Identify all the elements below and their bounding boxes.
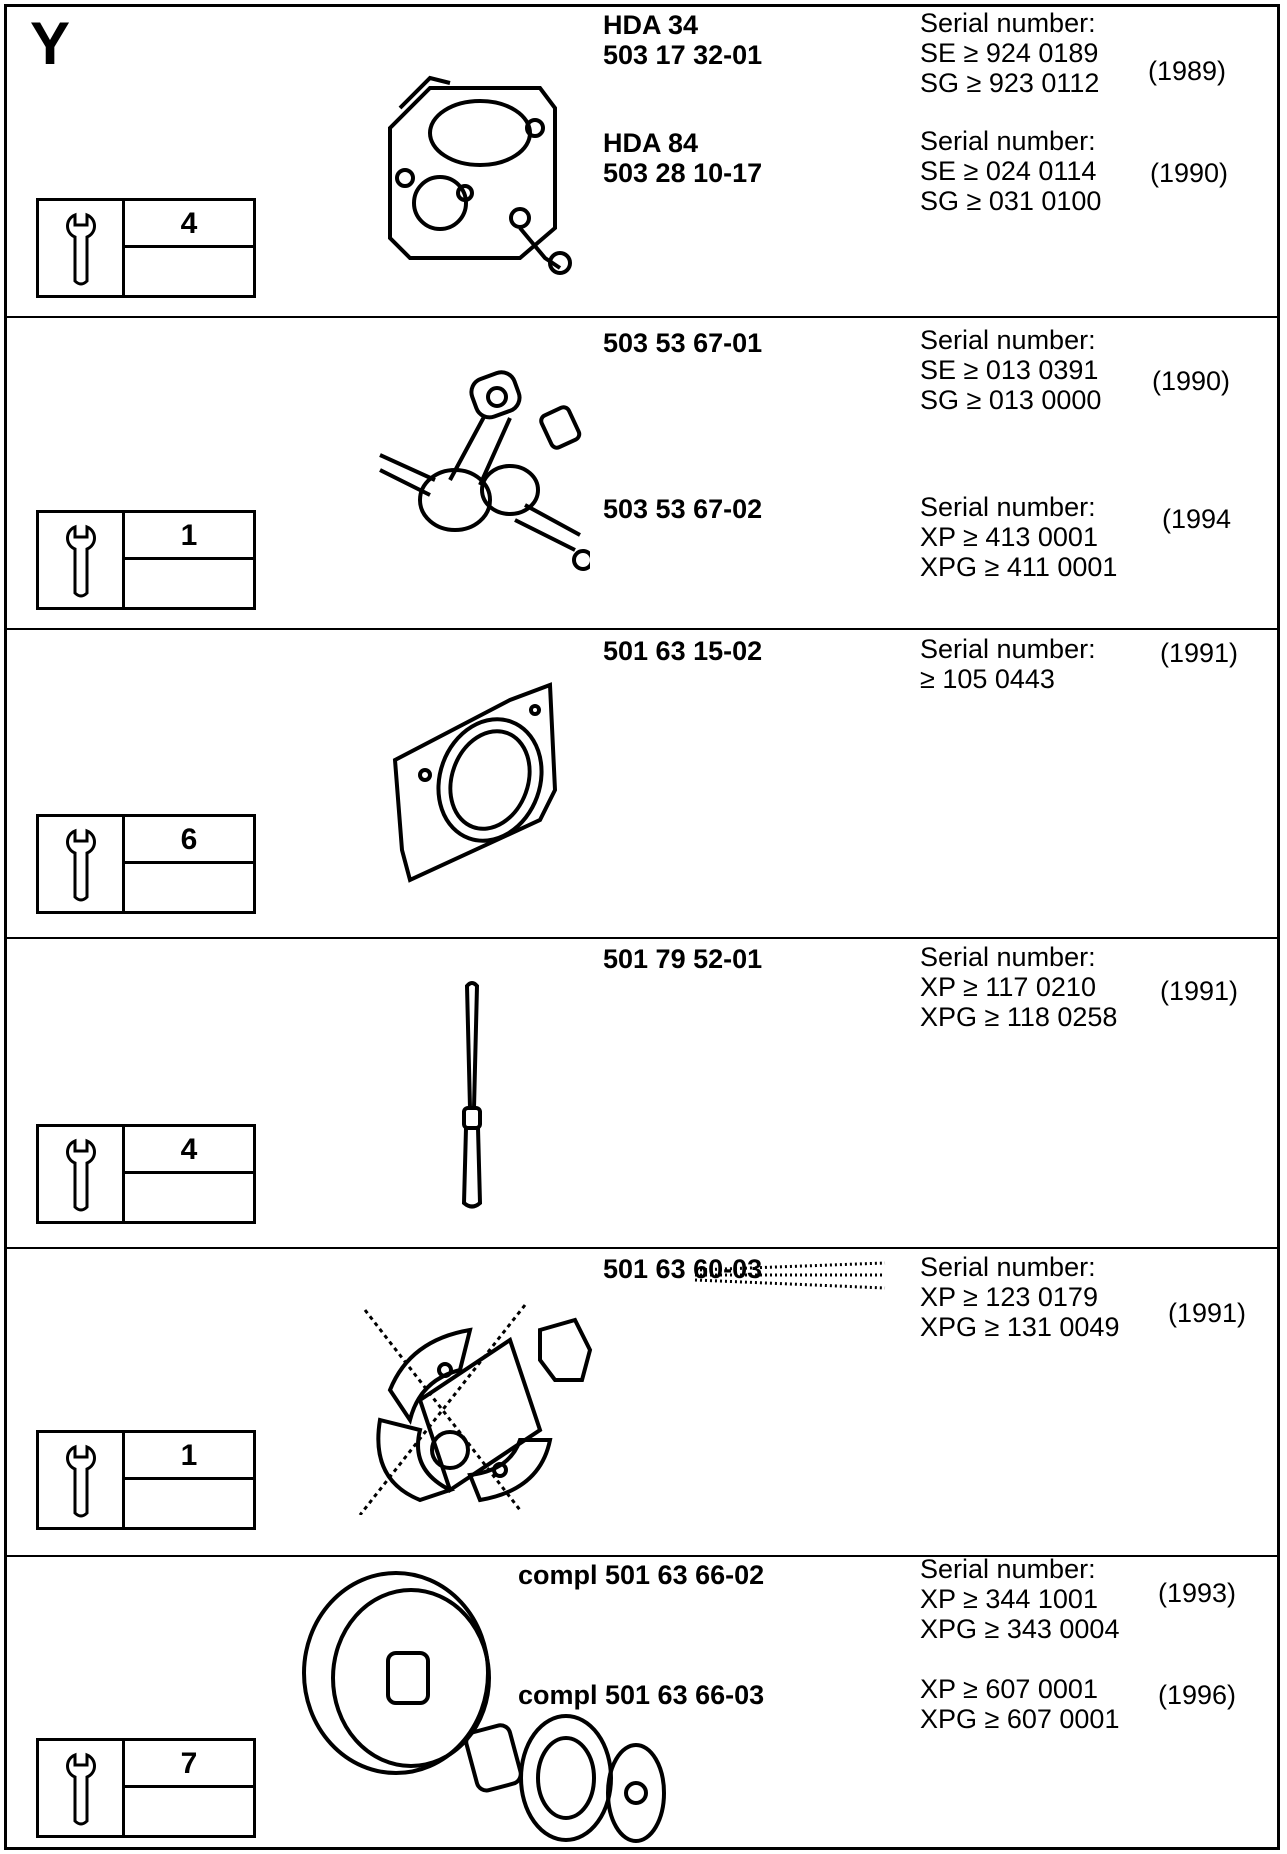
tool-box: 7 <box>36 1738 256 1838</box>
part-number: 503 53 67-01 <box>603 328 763 358</box>
row-divider <box>4 1555 1280 1557</box>
serial-value: SE ≥ 013 0391 <box>920 355 1099 385</box>
serial-label: Serial number: <box>920 942 1096 972</box>
wrench-icon <box>39 201 125 295</box>
part-number: 501 63 15-02 <box>603 636 763 666</box>
serial-label: Serial number: <box>920 126 1096 156</box>
carburetor-illustration <box>388 75 572 275</box>
year-label: (1990) <box>1150 158 1229 188</box>
serial-value: SG ≥ 923 0112 <box>920 68 1100 98</box>
tool-number: 1 <box>125 1433 253 1480</box>
tool-box: 1 <box>36 1430 256 1530</box>
serial-value: XPG ≥ 118 0258 <box>920 1002 1118 1032</box>
wrench-icon <box>39 1127 125 1221</box>
serial-value: XP ≥ 117 0210 <box>920 972 1096 1002</box>
year-label: (1993) <box>1158 1578 1237 1608</box>
row-divider <box>4 937 1280 939</box>
row-divider <box>4 1247 1280 1249</box>
serial-label: Serial number: <box>920 1252 1096 1282</box>
part-number: HDA 34 <box>603 10 699 40</box>
serial-value: XP ≥ 123 0179 <box>920 1282 1098 1312</box>
serial-value: SE ≥ 024 0114 <box>920 156 1097 186</box>
serial-value: XPG ≥ 607 0001 <box>920 1704 1120 1734</box>
clutch-drum-illustration <box>302 1571 666 1843</box>
part-number: 501 79 52-01 <box>603 944 763 974</box>
serial-label: Serial number: <box>920 8 1096 38</box>
section-letter: Y <box>30 10 71 77</box>
tool-box: 4 <box>36 198 256 298</box>
year-label: (1996) <box>1158 1680 1237 1710</box>
year-label: (1991) <box>1168 1298 1247 1328</box>
row-divider <box>4 316 1280 318</box>
gasket-plate-illustration <box>392 682 558 883</box>
serial-label: Serial number: <box>920 1554 1096 1584</box>
year-label: (1990) <box>1152 366 1231 396</box>
wrench-icon <box>39 1433 125 1527</box>
strikethrough-mark <box>694 1261 886 1290</box>
serial-value: SE ≥ 924 0189 <box>920 38 1099 68</box>
serial-value: XPG ≥ 411 0001 <box>920 552 1118 582</box>
part-number: 503 17 32-01 <box>603 40 763 70</box>
row-divider <box>4 628 1280 630</box>
tool-box: 6 <box>36 814 256 914</box>
year-label: (1989) <box>1148 56 1227 86</box>
serial-value: XPG ≥ 131 0049 <box>920 1312 1120 1342</box>
wrench-icon <box>39 513 125 607</box>
serial-value: XP ≥ 344 1001 <box>920 1584 1098 1614</box>
tool-number: 4 <box>125 1127 253 1174</box>
serial-value: XPG ≥ 343 0004 <box>920 1614 1120 1644</box>
part-number: 503 53 67-02 <box>603 494 763 524</box>
serial-label: Serial number: <box>920 634 1096 664</box>
year-label: (1994 <box>1162 504 1232 534</box>
fuel-pipe-illustration <box>461 981 483 1209</box>
serial-value: ≥ 105 0443 <box>920 664 1055 694</box>
serial-label: Serial number: <box>920 325 1096 355</box>
part-number: compl 501 63 66-03 <box>518 1680 765 1710</box>
tool-box: 1 <box>36 510 256 610</box>
serial-value: SG ≥ 013 0000 <box>920 385 1102 415</box>
serial-value: SG ≥ 031 0100 <box>920 186 1102 216</box>
wrench-icon <box>39 1741 125 1835</box>
clutch-illustration <box>358 1304 593 1515</box>
serial-value: XP ≥ 607 0001 <box>920 1674 1098 1704</box>
page-frame <box>4 4 1280 1850</box>
serial-value: XP ≥ 413 0001 <box>920 522 1098 552</box>
tool-number: 1 <box>125 513 253 560</box>
part-number: 503 28 10-17 <box>603 158 763 188</box>
wrench-icon <box>39 817 125 911</box>
serial-label: Serial number: <box>920 492 1096 522</box>
tool-box: 4 <box>36 1124 256 1224</box>
year-label: (1991) <box>1160 638 1239 668</box>
tool-number: 4 <box>125 201 253 248</box>
tool-number: 6 <box>125 817 253 864</box>
year-label: (1991) <box>1160 976 1239 1006</box>
tool-number: 7 <box>125 1741 253 1788</box>
crankshaft-illustration <box>379 370 590 571</box>
part-number: HDA 84 <box>603 128 699 158</box>
part-number: compl 501 63 66-02 <box>518 1560 765 1590</box>
